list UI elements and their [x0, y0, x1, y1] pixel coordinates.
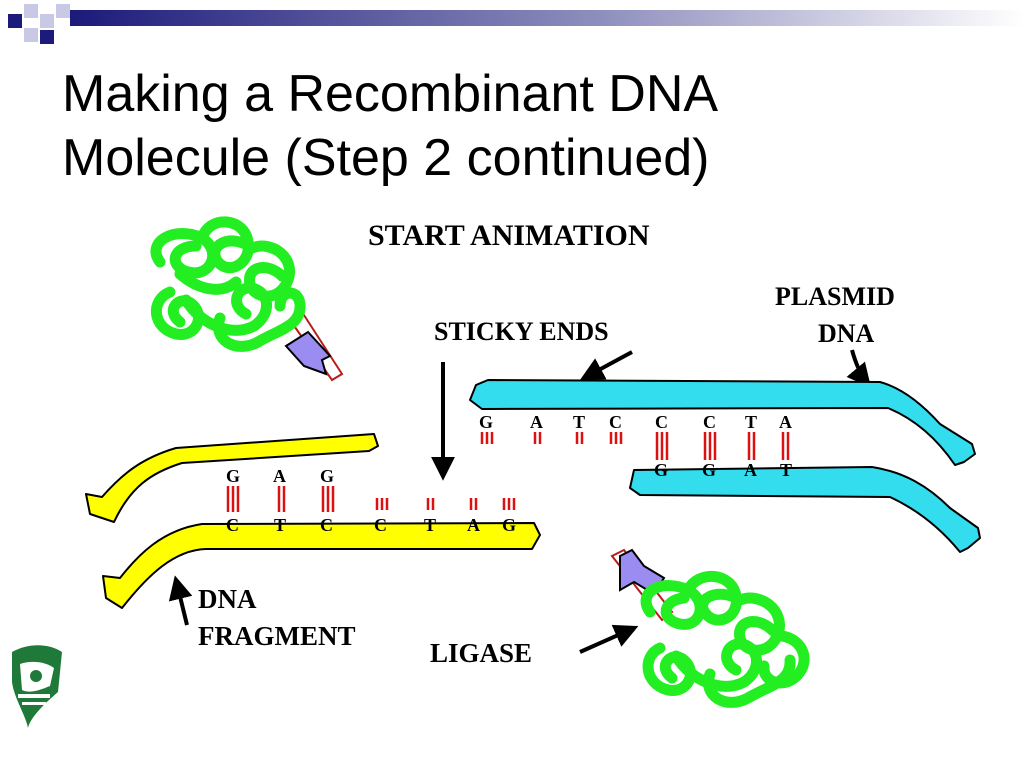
fragment-top-bases: G A G — [226, 466, 334, 486]
ligase-active-site — [284, 330, 332, 376]
slide-title: Making a Recombinant DNA Molecule (Step … — [62, 62, 962, 190]
ligase-arrow — [579, 624, 639, 654]
base-letter: C — [374, 515, 387, 535]
corner-square — [56, 4, 70, 18]
base-letter: G — [226, 466, 240, 486]
dna-fragment-label-line2: FRAGMENT — [198, 621, 356, 651]
fragment-top-strand — [85, 433, 379, 523]
base-letter: A — [530, 412, 543, 432]
corner-square — [8, 14, 22, 28]
institution-logo — [12, 645, 62, 728]
base-letter: G — [320, 466, 334, 486]
plasmid-bottom-bases: G G A T — [654, 460, 792, 480]
ligase-enzyme-top — [150, 216, 344, 382]
corner-square — [24, 28, 38, 42]
base-letter: G — [502, 515, 516, 535]
fragment-bonds — [226, 486, 516, 512]
base-letter: T — [780, 460, 792, 480]
sticky-ends-label: STICKY ENDS — [434, 317, 609, 346]
base-letter: G — [654, 460, 668, 480]
base-letter: C — [226, 515, 239, 535]
corner-square — [40, 14, 54, 28]
ligase-enzyme-bottom — [610, 548, 810, 708]
corner-square — [40, 30, 54, 44]
dna-fragment — [85, 433, 541, 609]
title-line-1: Making a Recombinant DNA — [62, 65, 719, 123]
plasmid-top-bases: G A T C C C T A — [479, 412, 792, 432]
base-letter: T — [274, 515, 286, 535]
plasmid-bottom-strand — [629, 466, 981, 553]
base-letter: T — [573, 412, 585, 432]
fragment-bottom-bases: C T C C T A G — [226, 515, 516, 535]
base-letter: C — [609, 412, 622, 432]
dna-fragment-arrow — [168, 575, 193, 626]
plasmid-dna — [469, 379, 981, 553]
base-letter: G — [702, 460, 716, 480]
base-letter: A — [779, 412, 792, 432]
plasmid-dna-label-line2: DNA — [818, 319, 875, 348]
sticky-ends-diagonal-arrow — [579, 350, 633, 381]
dna-fragment-label-line1: DNA — [198, 584, 257, 614]
base-letter: C — [320, 515, 333, 535]
base-letter: A — [273, 466, 286, 486]
base-letter: T — [745, 412, 757, 432]
base-letter: C — [703, 412, 716, 432]
base-letter: T — [424, 515, 436, 535]
plasmid-dna-label-line1: PLASMID — [775, 282, 895, 311]
plasmid-dna-arrow — [846, 349, 872, 388]
base-letter: G — [479, 412, 493, 432]
plasmid-bonds — [480, 432, 790, 460]
base-letter: A — [744, 460, 757, 480]
base-letter: A — [467, 515, 480, 535]
fragment-bottom-strand — [102, 522, 541, 609]
title-line-2: Molecule (Step 2 continued) — [62, 129, 710, 187]
base-letter: C — [655, 412, 668, 432]
corner-square — [24, 4, 38, 18]
start-animation-link[interactable]: START ANIMATION — [368, 219, 650, 252]
header-bar — [8, 4, 1024, 44]
plasmid-top-strand — [469, 379, 976, 466]
ligase-label: LIGASE — [430, 638, 532, 668]
